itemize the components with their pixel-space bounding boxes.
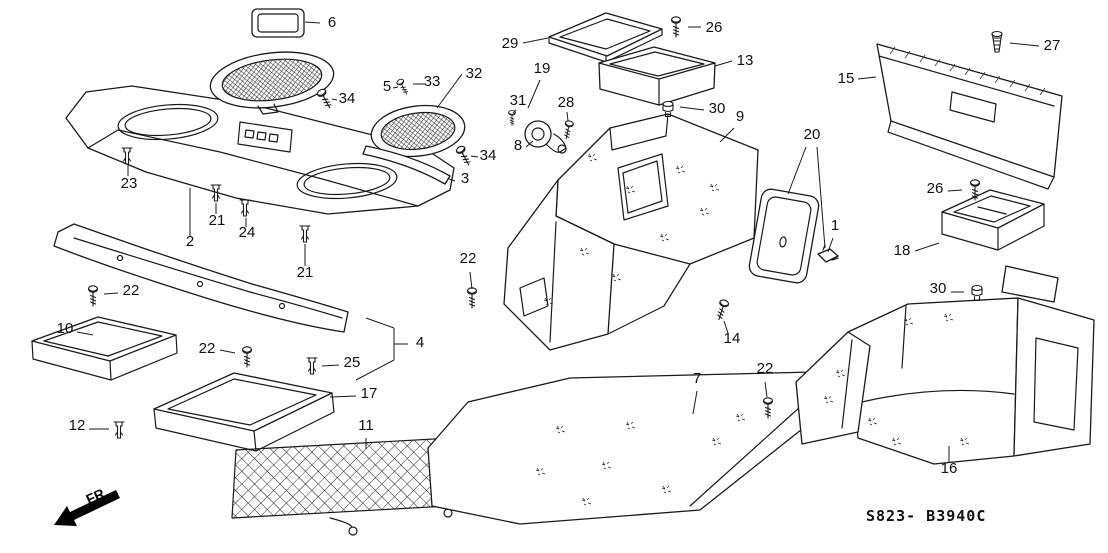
callout-24: 24: [239, 224, 256, 241]
callout-22-b: 22: [460, 250, 477, 267]
clip-icon: [299, 225, 311, 243]
screw-icon: [241, 346, 253, 368]
clip-icon: [306, 357, 318, 375]
callout-23: 23: [121, 175, 138, 192]
callout-20: 20: [804, 126, 821, 143]
grommet-icon: [971, 284, 983, 302]
callout-19: 19: [534, 60, 551, 77]
callout-15: 15: [838, 70, 855, 87]
screw-icon: [454, 144, 474, 168]
callout-21-b: 21: [297, 264, 314, 281]
lower-garnish-band: [53, 223, 349, 333]
callout-2: 2: [186, 233, 194, 250]
tray-box: [598, 46, 716, 106]
callout-13: 13: [737, 52, 754, 69]
callout-29: 29: [502, 35, 519, 52]
garnish-left: [31, 316, 178, 381]
callout-21-a: 21: [209, 212, 226, 229]
callout-3: 3: [461, 170, 469, 187]
callout-7: 7: [693, 370, 701, 387]
screw-icon: [508, 109, 516, 126]
callout-27: 27: [1044, 37, 1061, 54]
speaker-grille-lower: [370, 104, 466, 158]
callout-14: 14: [724, 330, 741, 347]
callout-26-b: 26: [927, 180, 944, 197]
trim-strip: [362, 145, 451, 185]
callout-28: 28: [558, 94, 575, 111]
screw-icon: [670, 16, 682, 38]
front-direction-arrow: FR.: [54, 484, 120, 526]
callout-22-a: 22: [123, 282, 140, 299]
screw-icon: [466, 287, 478, 309]
callouts: 6 26 27 29 32 19 13 15 34 5 33 31 28 30 …: [57, 14, 1061, 477]
clip-icon: [239, 199, 251, 217]
bracket-tray: [941, 189, 1045, 251]
cargo-net: [231, 437, 453, 536]
clip-icon: [113, 421, 125, 439]
small-cover-lid: [251, 8, 305, 38]
tree-clip-icon: [991, 30, 1003, 53]
speaker-mount: [524, 120, 567, 154]
callout-22-d: 22: [757, 360, 774, 377]
screw-icon: [395, 77, 411, 97]
callout-8: 8: [514, 137, 522, 154]
screw-icon: [714, 298, 730, 322]
callout-32: 32: [466, 65, 483, 82]
diagram-part-code: S823- B3940C: [866, 507, 986, 525]
screw-icon: [561, 119, 575, 141]
callout-30-b: 30: [930, 280, 947, 297]
callout-11: 11: [358, 417, 374, 434]
garnish-center: [153, 372, 335, 452]
callout-6: 6: [328, 14, 336, 31]
callout-12: 12: [69, 417, 86, 434]
speaker-grille-upper: [209, 51, 335, 115]
rear-shelf-panel: [65, 85, 455, 215]
callout-18: 18: [894, 242, 911, 259]
lid-clip: [817, 244, 839, 263]
callout-31: 31: [510, 92, 527, 109]
callout-10: 10: [57, 320, 74, 337]
callout-5: 5: [383, 78, 391, 95]
callout-26-a: 26: [706, 19, 723, 36]
callout-1: 1: [831, 217, 839, 234]
screw-icon: [87, 285, 99, 307]
screw-icon: [315, 87, 335, 111]
callout-16: 16: [941, 460, 958, 477]
callout-30-a: 30: [709, 100, 726, 117]
leader-lines: [76, 21, 1040, 462]
callout-34-b: 34: [480, 147, 497, 164]
trunk-side-lining-right: [795, 265, 1095, 465]
rear-panel-trim: [876, 43, 1063, 190]
trunk-floor-mat: [427, 371, 817, 525]
access-lid: [748, 188, 820, 284]
trunk-side-lining-left: [503, 113, 759, 351]
callout-25: 25: [344, 354, 361, 371]
callout-33: 33: [424, 73, 441, 90]
callout-4: 4: [416, 334, 424, 351]
callout-34-a: 34: [339, 90, 356, 107]
callout-9: 9: [736, 108, 744, 125]
callout-17: 17: [361, 385, 378, 402]
callout-22-c: 22: [199, 340, 216, 357]
